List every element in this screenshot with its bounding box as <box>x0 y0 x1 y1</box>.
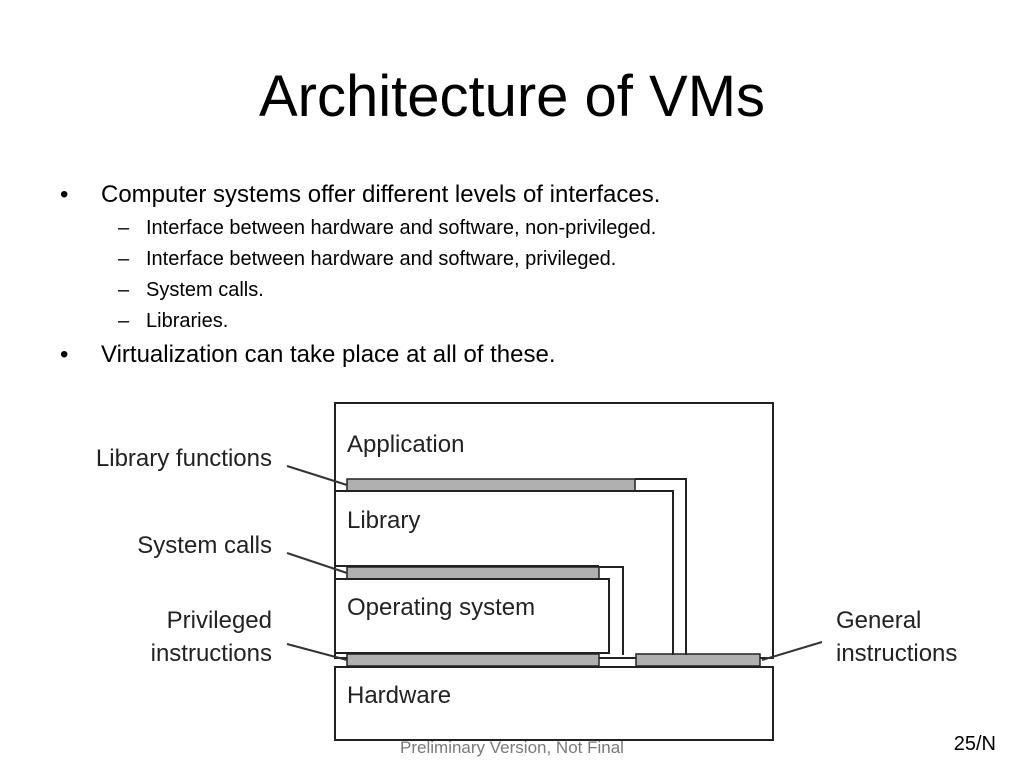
sub-bullet-item: Interface between hardware and software,… <box>146 217 657 239</box>
os-label: Operating system <box>347 594 535 621</box>
library-layer-outline <box>334 490 674 655</box>
sub-bullet-marker: – <box>118 217 130 239</box>
library-functions-label: Library functions <box>96 445 272 472</box>
bullet-item: Computer systems offer different levels … <box>101 181 661 208</box>
privileged-label-line1: Privileged <box>167 607 272 634</box>
library-interface-channel <box>635 478 687 655</box>
page-number: 25/N <box>953 733 996 755</box>
privileged-pointer <box>286 643 348 661</box>
bullet-item: Virtualization can take place at all of … <box>101 341 556 368</box>
os-layer-box <box>334 578 610 654</box>
bullet-list: • Computer systems offer different level… <box>0 0 1024 380</box>
sub-bullet-item: Libraries. <box>146 310 229 332</box>
hardware-layer-box <box>334 666 774 741</box>
sub-bullet-marker: – <box>118 310 130 332</box>
sub-bullet-marker: – <box>118 248 130 270</box>
library-interface-bar <box>346 478 636 492</box>
slide-title: Architecture of VMs <box>258 64 766 129</box>
sub-bullet-item: System calls. <box>146 279 264 301</box>
system-calls-label: System calls <box>137 532 272 559</box>
general-label-line2: instructions <box>836 640 957 667</box>
system-calls-pointer <box>286 552 348 574</box>
library-functions-pointer <box>286 465 348 486</box>
slide-footer: Preliminary Version, Not Final <box>400 738 624 757</box>
privileged-label-line2: instructions <box>151 640 272 667</box>
syscall-interface-bar <box>346 566 600 580</box>
hardware-label: Hardware <box>347 682 451 709</box>
privileged-interface-bar <box>346 653 600 667</box>
application-label: Application <box>347 431 464 458</box>
os-interface-channel <box>599 566 624 655</box>
bullet-marker: • <box>60 341 69 368</box>
general-interface-bar <box>635 653 761 667</box>
general-label-line1: General <box>836 607 921 634</box>
bullet-marker: • <box>60 181 69 208</box>
sub-bullet-marker: – <box>118 279 130 301</box>
sub-bullet-item: Interface between hardware and software,… <box>146 248 617 270</box>
general-pointer <box>761 641 823 661</box>
library-label: Library <box>347 507 420 534</box>
